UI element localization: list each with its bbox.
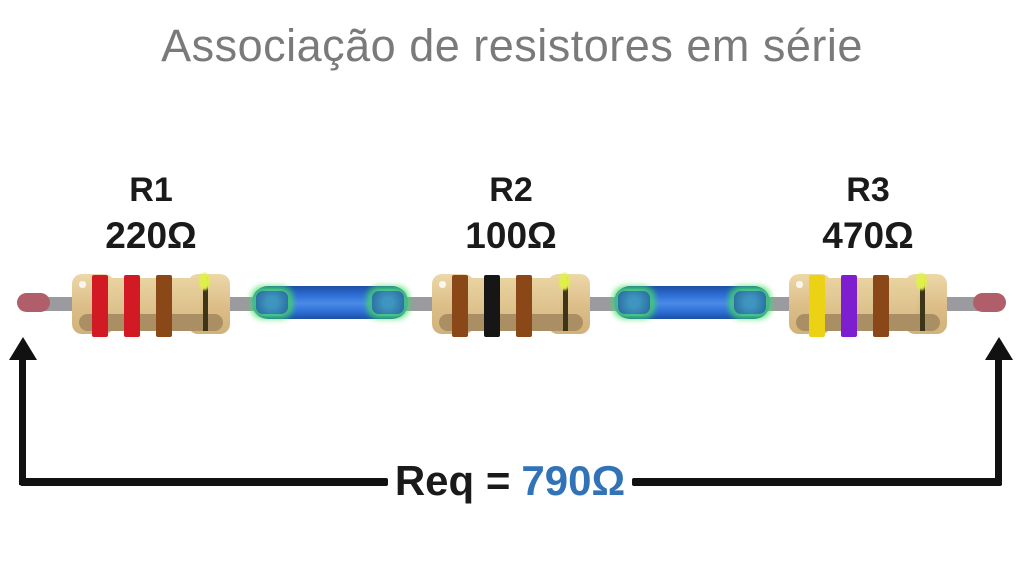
- tolerance-glint: [559, 273, 570, 290]
- left-lead-tip: [17, 293, 50, 312]
- up-arrow-icon: [985, 337, 1013, 360]
- color-band-1: [809, 275, 825, 337]
- resistor-shadow: [79, 314, 223, 331]
- diagram-title: Associação de resistores em série: [161, 20, 863, 71]
- jumper-connector-icon: [370, 289, 406, 316]
- resistor-body: [432, 273, 590, 337]
- resistor-value: 100Ω: [465, 215, 557, 256]
- color-band-1: [92, 275, 108, 337]
- bracket-line-right: [995, 358, 1002, 485]
- tolerance-band: [203, 277, 208, 331]
- color-band-2: [484, 275, 500, 337]
- equation-result: 790Ω: [521, 457, 626, 504]
- resistor-label: R3: [846, 171, 890, 209]
- color-band-3: [873, 275, 889, 337]
- highlight-dot: [439, 281, 446, 288]
- jumper-connector-icon: [254, 289, 290, 316]
- right-lead-tip: [973, 293, 1006, 312]
- color-band-3: [516, 275, 532, 337]
- equation-prefix: Req =: [394, 457, 511, 504]
- color-band-3: [156, 275, 172, 337]
- bracket-line-bottom-right: [632, 478, 1002, 486]
- color-band-1: [452, 275, 468, 337]
- tolerance-band: [920, 277, 925, 331]
- tolerance-glint: [199, 273, 210, 290]
- resistor-shadow: [439, 314, 583, 331]
- resistor-shadow: [796, 314, 940, 331]
- color-band-2: [841, 275, 857, 337]
- jumper-connector-icon: [616, 289, 652, 316]
- jumper-connector-icon: [732, 289, 768, 316]
- resistor-body: [789, 273, 947, 337]
- color-band-2: [124, 275, 140, 337]
- tolerance-glint: [916, 273, 927, 290]
- jumper-wire-2: [614, 286, 770, 319]
- up-arrow-icon: [9, 337, 37, 360]
- bracket-line-bottom-left: [20, 478, 388, 486]
- bracket-line-left: [19, 358, 26, 485]
- jumper-wire-1: [252, 286, 408, 319]
- highlight-dot: [796, 281, 803, 288]
- highlight-dot: [79, 281, 86, 288]
- tolerance-band: [563, 277, 568, 331]
- resistor-value: 470Ω: [822, 215, 914, 256]
- resistor-body: [72, 273, 230, 337]
- equation-text: Req =790Ω: [360, 459, 660, 503]
- resistor-label: R2: [489, 171, 533, 209]
- resistor-label: R1: [129, 171, 173, 209]
- resistor-value: 220Ω: [105, 215, 197, 256]
